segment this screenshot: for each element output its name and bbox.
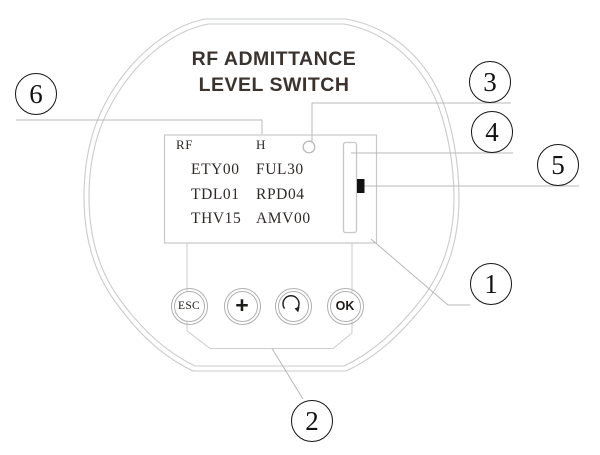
indicator-lamp	[302, 140, 316, 154]
callout-5-number: 5	[551, 149, 565, 180]
callout-4-bargraph: 4	[471, 111, 513, 153]
ok-button[interactable]: OK	[326, 287, 364, 325]
lcd-cell: THV15	[191, 210, 242, 227]
device-title: RF ADMITTANCE LEVEL SWITCH	[134, 46, 414, 98]
lcd-cell: TDL01	[191, 186, 240, 203]
callout-4-number: 4	[485, 116, 499, 147]
lcd-cell: RPD04	[256, 186, 305, 203]
lcd-cell: ETY00	[191, 161, 240, 178]
face-panel-outline	[186, 243, 353, 350]
callout-5-marker: 5	[537, 144, 579, 186]
bargraph	[342, 141, 358, 234]
ok-button-label: OK	[335, 299, 355, 313]
plus-button-label: +	[235, 291, 249, 318]
callout-3-number: 3	[483, 66, 497, 97]
lcd-cell: AMV00	[256, 210, 311, 227]
callout-6-number: 6	[29, 78, 43, 109]
lcd-cell: FUL30	[256, 161, 304, 178]
callout-6-header: 6	[15, 73, 57, 115]
device-title-line1: RF ADMITTANCE	[191, 48, 357, 70]
device-outline-inner	[88, 23, 455, 367]
plus-button[interactable]: +	[223, 287, 261, 325]
device-outline-outer	[83, 18, 460, 372]
lcd-col2-header: H	[256, 137, 266, 152]
callout-1-display: 1	[470, 263, 512, 305]
leader-line-6	[16, 119, 263, 134]
device-title-line2: LEVEL SWITCH	[198, 74, 350, 96]
leader-line-1	[370, 238, 470, 306]
display-outline	[163, 134, 378, 244]
callout-1-number: 1	[484, 268, 498, 299]
leader-line-2	[271, 348, 304, 400]
rotate-button[interactable]	[274, 287, 312, 325]
bargraph-marker	[357, 179, 365, 193]
esc-button[interactable]: ESC	[170, 287, 208, 325]
callout-2-number: 2	[305, 405, 319, 436]
callout-2-buttons: 2	[291, 400, 333, 442]
rotate-arrow-icon	[281, 294, 300, 312]
esc-button-label: ESC	[178, 300, 200, 312]
callout-3-lamp: 3	[469, 61, 511, 103]
leader-line-3	[308, 102, 511, 142]
lcd-col1-header: RF	[176, 137, 194, 152]
